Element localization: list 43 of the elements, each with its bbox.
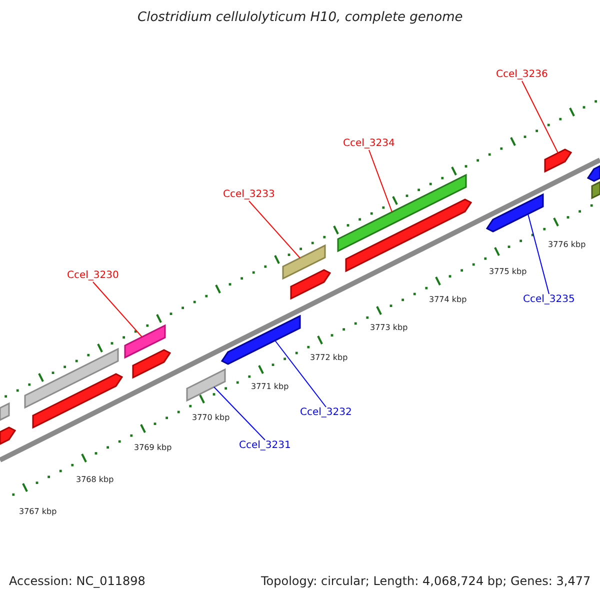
gene-label: Ccel_3233 [223, 189, 275, 200]
scale-label: 3767 kbp [19, 506, 57, 516]
scale-label: 3774 kbp [429, 294, 467, 304]
gene-bar [0, 426, 16, 446]
gene-bar [586, 164, 600, 182]
leader-line [214, 386, 266, 440]
leader-line [522, 80, 558, 154]
gene-label: Ccel_3230 [67, 270, 119, 282]
gene-label: Ccel_3231 [239, 440, 291, 452]
gene-bar [32, 373, 124, 429]
gene-bar [345, 198, 472, 272]
gene-bar [132, 349, 172, 379]
gene-bar [24, 348, 119, 409]
leader-line [528, 214, 550, 294]
gene-bar [591, 180, 600, 200]
scale-label: 3773 kbp [370, 322, 408, 332]
gene-bar [337, 174, 467, 252]
scale-label: 3776 kbp [548, 240, 586, 249]
genome-summary: Topology: circular; Length: 4,068,724 bp; Genes: 3,477 [261, 575, 591, 589]
gene-bar [486, 193, 544, 232]
gene-bar [0, 402, 10, 422]
gene-label: Ccel_3234 [343, 138, 395, 150]
leader-line [368, 150, 392, 212]
leader-line [274, 340, 326, 408]
scale-label: 3769 kbp [134, 442, 172, 452]
gene-label: Ccel_3232 [300, 407, 352, 418]
leader-line [248, 200, 300, 258]
accession-text: Accession: NC_011898 [9, 575, 146, 589]
scale-label: 3771 kbp [251, 382, 289, 391]
scale-label: 3770 kbp [192, 412, 230, 422]
scale-label: 3772 kbp [310, 352, 348, 362]
scale-label: 3775 kbp [489, 266, 527, 276]
gene-label: Ccel_3236 [496, 69, 548, 80]
scale-label: 3768 kbp [76, 474, 114, 484]
gene-bar [544, 148, 572, 173]
gene-label: Ccel_3235 [523, 294, 575, 306]
title: Clostridium cellulolyticum H10, complete genome [138, 10, 463, 26]
gene-bar [282, 244, 326, 280]
leader-line [92, 282, 142, 338]
gene-bar [220, 314, 301, 365]
gene-bar [290, 269, 332, 300]
gene-bar [186, 368, 226, 402]
gene-bar [124, 324, 166, 359]
